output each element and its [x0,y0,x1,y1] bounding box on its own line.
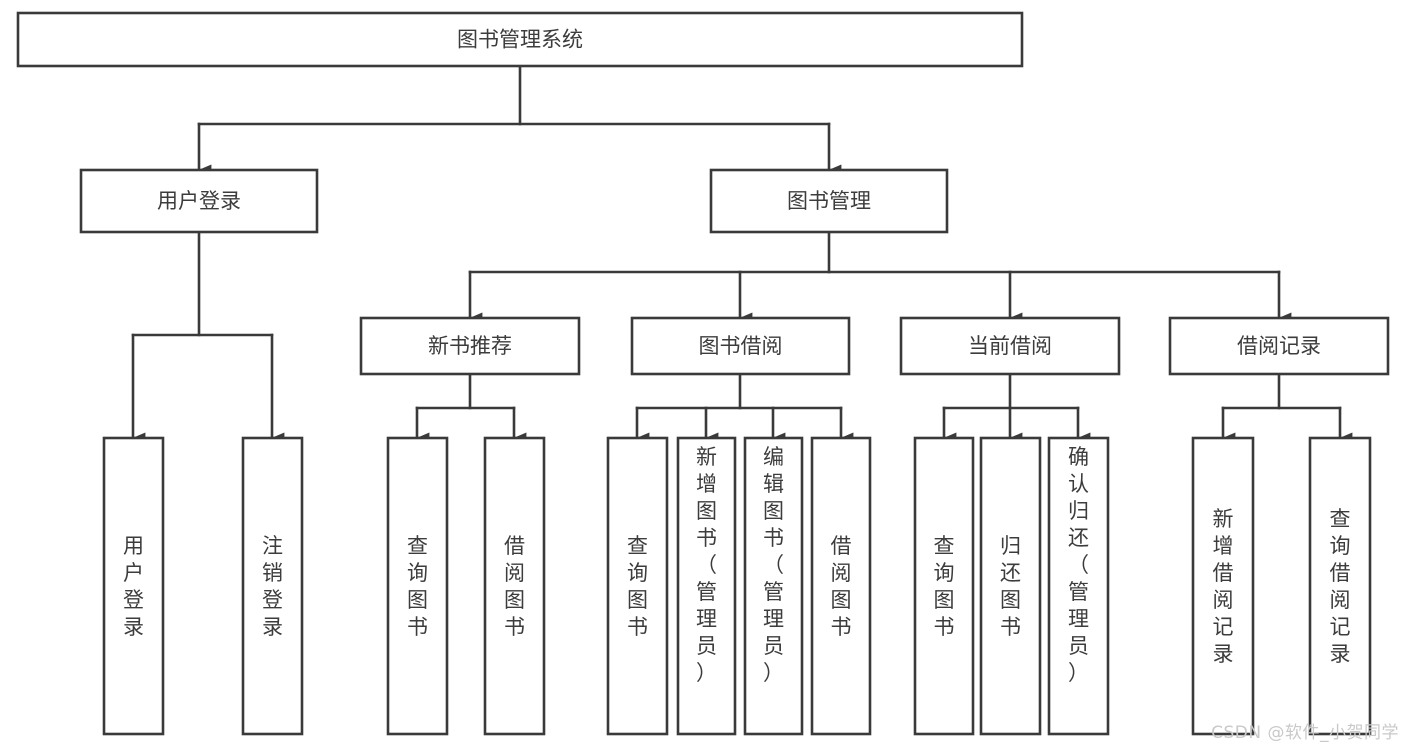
leaf-node-0-label: 用户登录 [123,534,144,639]
leaf-node-3[interactable]: 借阅图书 [483,436,546,736]
connector-group-root-to-level2 [197,64,842,176]
leaf-node-8-label: 查询图书 [934,534,955,639]
root-node-book-management-system-label: 图书管理系统 [457,28,583,52]
leaf-node-4-label: 查询图书 [627,534,648,639]
level2-node-0[interactable]: 用户登录 [79,168,319,234]
level2-node-1-box[interactable] [709,168,949,234]
leaf-node-9-label: 归还图书 [1000,534,1021,639]
root-node-book-management-system-box[interactable] [16,11,1024,68]
leaf-node-10-box[interactable] [1047,436,1110,736]
leaf-node-6-label: 编辑图书（管理员） [763,445,784,685]
level3-node-3[interactable]: 借阅记录 [1168,316,1390,376]
level3-node-2[interactable]: 当前借阅 [899,316,1121,376]
leaf-node-11[interactable]: 新增借阅记录 [1191,436,1255,736]
leaf-node-9-box[interactable] [979,436,1042,736]
leaf-node-2-box[interactable] [386,436,449,736]
leaf-node-7[interactable]: 借阅图书 [810,436,872,736]
level2-node-1[interactable]: 图书管理 [709,168,949,234]
level3-node-2-label: 当前借阅 [968,334,1052,358]
level3-node-0-label: 新书推荐 [428,334,512,358]
leaf-node-3-box[interactable] [483,436,546,736]
level3-node-3-label: 借阅记录 [1237,334,1321,358]
leaf-node-10[interactable]: 确认归还（管理员） [1047,436,1110,736]
level2-node-1-label: 图书管理 [787,189,871,213]
connector-group-new-book-to-leaves [415,372,527,444]
leaf-node-1[interactable]: 注销登录 [241,436,304,736]
level2-node-0-label: 用户登录 [157,189,241,213]
leaf-node-12-box[interactable] [1308,436,1372,736]
connector-group-level2-to-level3 [468,230,1292,324]
leaf-node-5[interactable]: 新增图书（管理员） [676,436,737,736]
level3-node-3-box[interactable] [1168,316,1390,376]
level2-node-0-box[interactable] [79,168,319,234]
leaf-node-1-label: 注销登录 [262,534,283,639]
leaf-node-11-label: 新增借阅记录 [1213,507,1234,666]
root-node-book-management-system[interactable]: 图书管理系统 [16,11,1024,68]
level3-node-0[interactable]: 新书推荐 [359,316,581,376]
leaf-node-10-label: 确认归还（管理员） [1068,445,1089,685]
level3-node-2-box[interactable] [899,316,1121,376]
leaf-node-12[interactable]: 查询借阅记录 [1308,436,1372,736]
leaf-node-12-label: 查询借阅记录 [1330,507,1351,666]
edge-layer [131,64,1353,444]
leaf-node-11-box[interactable] [1191,436,1255,736]
leaf-node-5-box[interactable] [676,436,737,736]
leaf-node-7-box[interactable] [810,436,872,736]
level3-node-0-box[interactable] [359,316,581,376]
leaf-node-4[interactable]: 查询图书 [606,436,669,736]
connector-group-record-to-leaves [1221,372,1353,444]
leaf-node-9[interactable]: 归还图书 [979,436,1042,736]
leaf-node-6[interactable]: 编辑图书（管理员） [743,436,804,736]
connector-group-current-to-leaves [942,372,1091,444]
leaf-node-4-box[interactable] [606,436,669,736]
watermark-label: CSDN @软件_小贺同学 [1211,723,1399,743]
leaf-node-8-box[interactable] [913,436,975,736]
leaf-node-8[interactable]: 查询图书 [913,436,975,736]
leaf-node-1-box[interactable] [241,436,304,736]
level3-node-1[interactable]: 图书借阅 [630,316,851,376]
node-layer: 图书管理系统用户登录图书管理新书推荐图书借阅当前借阅借阅记录用户登录注销登录查询… [16,11,1390,736]
leaf-node-0[interactable]: 用户登录 [102,436,165,736]
leaf-node-3-label: 借阅图书 [504,534,525,639]
level3-node-1-box[interactable] [630,316,851,376]
connector-group-borrow-to-leaves [635,372,854,444]
leaf-node-0-box[interactable] [102,436,165,736]
level3-node-1-label: 图书借阅 [699,334,783,358]
leaf-node-7-label: 借阅图书 [831,534,852,639]
connector-group-user-login-to-leaves [131,230,285,444]
leaf-node-5-label: 新增图书（管理员） [696,445,717,685]
leaf-node-2-label: 查询图书 [407,534,428,639]
leaf-node-6-box[interactable] [743,436,804,736]
leaf-node-2[interactable]: 查询图书 [386,436,449,736]
